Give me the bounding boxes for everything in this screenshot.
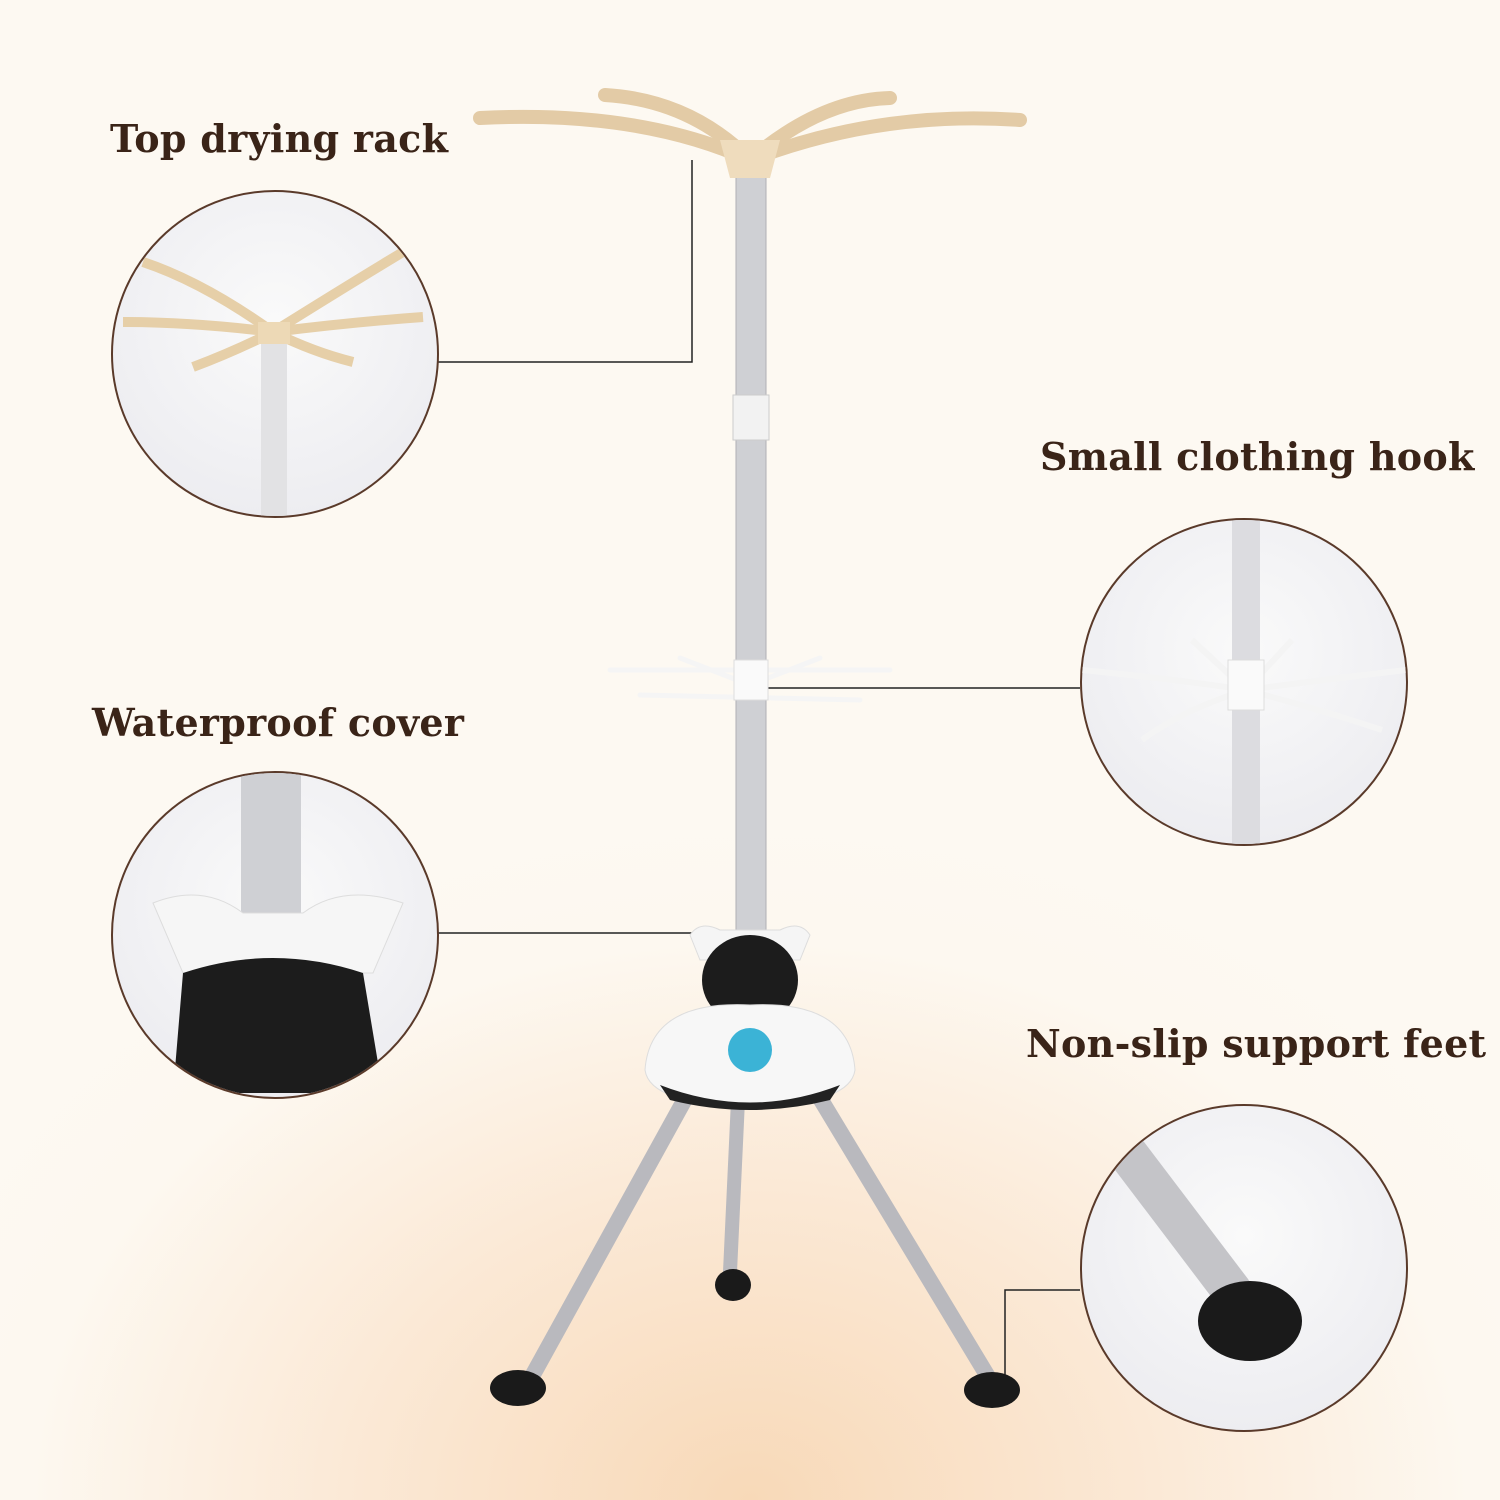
fan-grill (702, 935, 798, 1025)
detail-circle-top-rack (111, 190, 439, 518)
detail-circle-clothing-hook (1080, 518, 1408, 846)
detail-circle-support-feet (1080, 1104, 1408, 1432)
timer-dial (728, 1028, 772, 1072)
detail-circle-waterproof-cover (111, 771, 439, 1099)
leader-line-feet (1004, 1289, 1080, 1380)
label-waterproof-cover: Waterproof cover (92, 700, 465, 745)
leader-lines (436, 160, 1080, 1380)
label-top-drying-rack: Top drying rack (110, 116, 449, 161)
pole (735, 169, 767, 931)
leader-line-top-rack (436, 160, 693, 363)
label-non-slip-support-feet: Non-slip support feet (1026, 1021, 1487, 1066)
foot (715, 1269, 751, 1301)
foot (964, 1372, 1020, 1408)
label-small-clothing-hook: Small clothing hook (1040, 434, 1475, 479)
pole-joint (732, 394, 770, 441)
tripod-legs (490, 1085, 1020, 1408)
foot (490, 1370, 546, 1406)
rack-hub (720, 140, 780, 178)
